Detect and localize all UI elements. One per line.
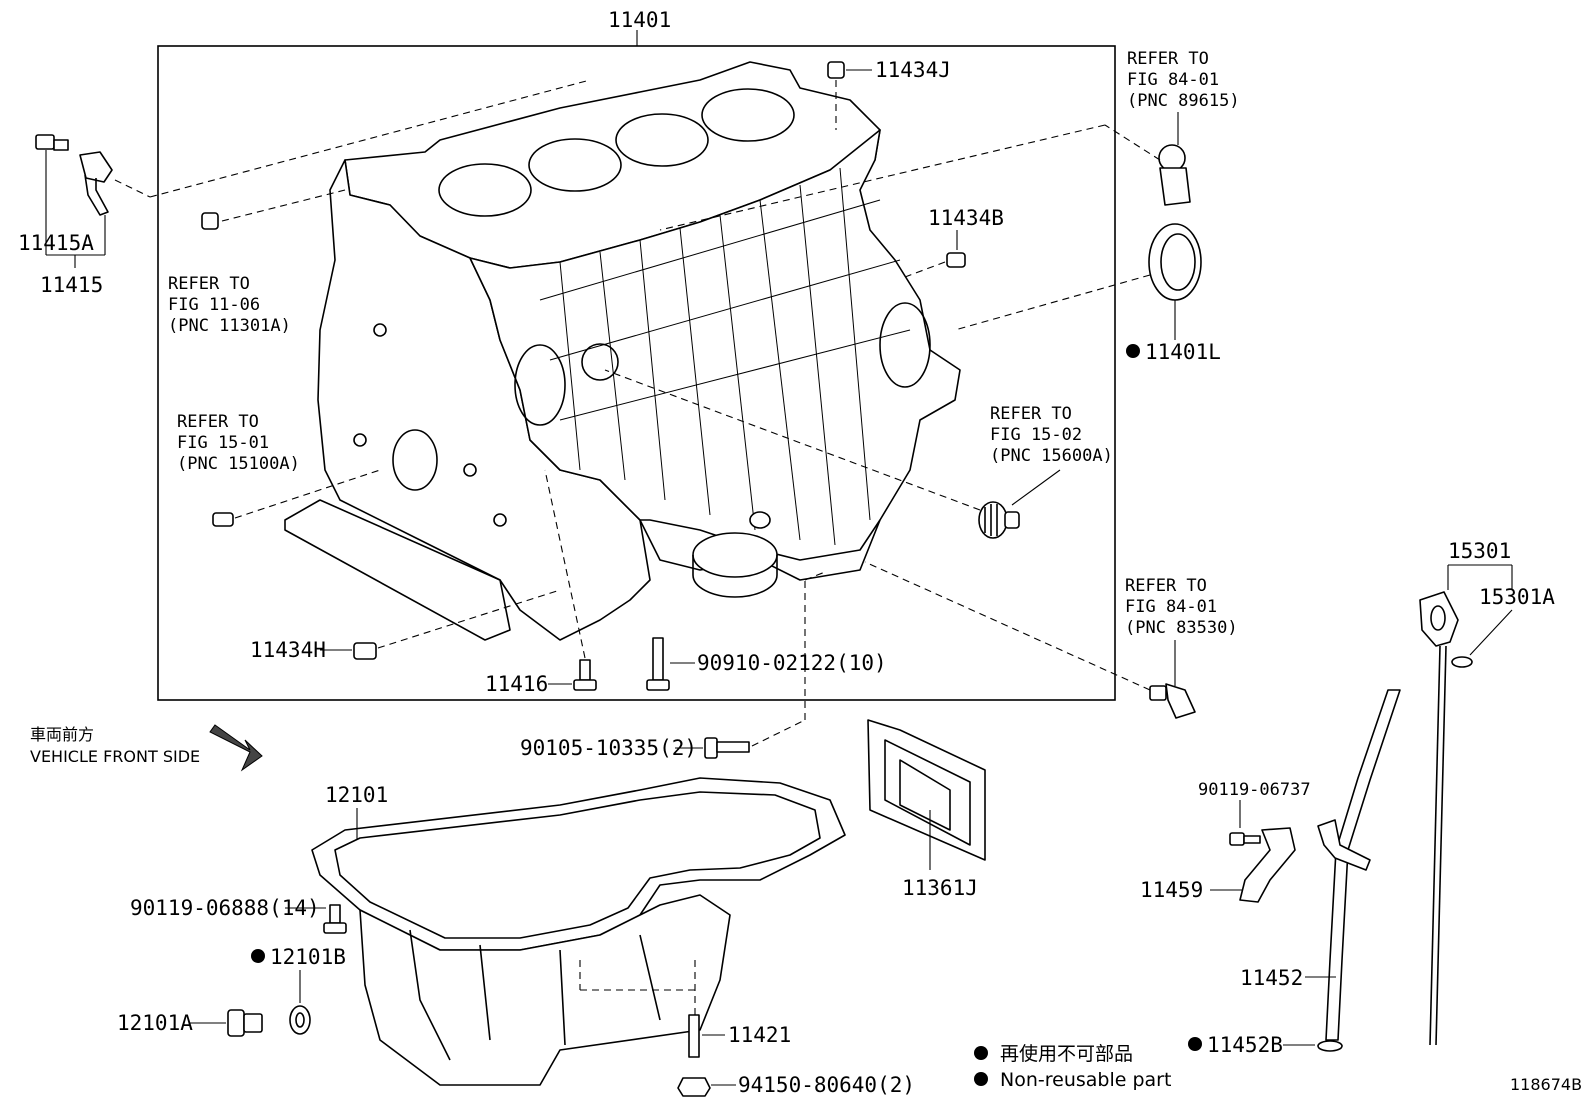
refer-block-11301A: REFER TO FIG 11-06 (PNC 11301A)	[168, 274, 291, 336]
label-11452B[interactable]: 11452B	[1207, 1033, 1283, 1057]
svg-text:FIG 84-01: FIG 84-01	[1125, 597, 1217, 617]
label-11401L[interactable]: 11401L	[1145, 340, 1221, 364]
oring-11452B	[1317, 1040, 1343, 1052]
vehicle-front-direction: 車両前方 VEHICLE FRONT SIDE	[30, 724, 263, 772]
label-11415[interactable]: 11415	[40, 273, 103, 297]
svg-text:(PNC 15600A): (PNC 15600A)	[990, 446, 1113, 466]
bolt-11416	[573, 659, 597, 691]
label-11459[interactable]: 11459	[1140, 878, 1203, 902]
gasket-12101B	[289, 1005, 311, 1035]
oil-pan-12101	[311, 777, 846, 1086]
refer-block-15600A: REFER TO FIG 15-02 (PNC 15600A)	[990, 404, 1113, 466]
label-90119-06737[interactable]: 90119-06737	[1198, 780, 1311, 800]
svg-text:REFER TO: REFER TO	[177, 412, 259, 432]
label-11452[interactable]: 11452	[1240, 966, 1303, 990]
legend: 再使用不可部品 Non-reusable part	[974, 1043, 1171, 1091]
svg-text:(PNC 89615): (PNC 89615)	[1127, 91, 1240, 111]
svg-text:FIG 11-06: FIG 11-06	[168, 295, 260, 315]
svg-text:FIG 15-02: FIG 15-02	[990, 425, 1082, 445]
baffle-11361J	[867, 719, 986, 861]
stud-11421	[688, 1014, 700, 1058]
bracket-11459	[1239, 827, 1296, 903]
non-reusable-mark-11401L	[1126, 344, 1140, 358]
figure-id: 118674B	[1510, 1075, 1582, 1094]
bolt-90119-06737	[1229, 832, 1261, 846]
svg-text:VEHICLE FRONT SIDE: VEHICLE FRONT SIDE	[30, 747, 200, 766]
svg-text:REFER TO: REFER TO	[1125, 576, 1207, 596]
non-reusable-mark-12101B	[251, 949, 265, 963]
label-15301[interactable]: 15301	[1448, 539, 1511, 563]
pin-11434H	[353, 642, 377, 660]
label-90119-06888[interactable]: 90119-06888(14)	[130, 896, 320, 920]
oring-15301A	[1451, 656, 1473, 668]
svg-text:車両前方: 車両前方	[30, 725, 94, 744]
drain-plug-12101A	[227, 1009, 263, 1037]
label-11401[interactable]: 11401	[608, 8, 671, 32]
label-11434J[interactable]: 11434J	[875, 58, 951, 82]
pin-ref-15100A	[212, 512, 234, 527]
svg-text:REFER TO: REFER TO	[990, 404, 1072, 424]
legend-non-reusable-icon-2	[974, 1072, 988, 1086]
label-12101[interactable]: 12101	[325, 783, 388, 807]
label-11415A[interactable]: 11415A	[18, 231, 94, 255]
label-11416[interactable]: 11416	[485, 672, 548, 696]
legend-jp: 再使用不可部品	[1000, 1043, 1133, 1065]
front-direction-arrow-icon	[209, 724, 263, 772]
bolt-90910-02122	[646, 637, 670, 691]
svg-text:(PNC 15100A): (PNC 15100A)	[177, 454, 300, 474]
svg-text:(PNC 83530): (PNC 83530)	[1125, 618, 1238, 638]
label-12101B[interactable]: 12101B	[270, 945, 346, 969]
legend-non-reusable-icon	[974, 1046, 988, 1060]
svg-text:FIG 84-01: FIG 84-01	[1127, 70, 1219, 90]
legend-en: Non-reusable part	[1000, 1069, 1171, 1091]
non-reusable-mark-11452B	[1188, 1037, 1202, 1051]
part-ref-89615	[1158, 144, 1191, 206]
nut-94150-80640	[677, 1077, 711, 1097]
label-11434B[interactable]: 11434B	[928, 206, 1004, 230]
label-11434H[interactable]: 11434H	[250, 638, 326, 662]
svg-text:(PNC 11301A): (PNC 11301A)	[168, 316, 291, 336]
label-15301A[interactable]: 15301A	[1479, 585, 1555, 609]
sensor-11415	[35, 134, 113, 216]
svg-text:FIG 15-01: FIG 15-01	[177, 433, 269, 453]
label-90910-02122[interactable]: 90910-02122(10)	[697, 651, 887, 675]
pin-ref-11301A	[201, 212, 219, 230]
refer-block-15100A: REFER TO FIG 15-01 (PNC 15100A)	[177, 412, 300, 474]
oil-level-gauge-15301	[1419, 591, 1459, 1046]
refer-block-89615: REFER TO FIG 84-01 (PNC 89615)	[1127, 49, 1240, 111]
label-94150-80640[interactable]: 94150-80640(2)	[738, 1073, 915, 1097]
cylinder-block-illustration	[284, 61, 961, 641]
oil-level-gauge-guide-11452	[1317, 689, 1401, 1041]
part-ref-83530	[1149, 683, 1196, 719]
bolt-90105-10335	[704, 737, 750, 759]
label-11421[interactable]: 11421	[728, 1023, 791, 1047]
label-12101A[interactable]: 12101A	[117, 1011, 193, 1035]
seal-11401L	[1148, 223, 1202, 301]
label-11361J[interactable]: 11361J	[902, 876, 978, 900]
svg-text:REFER TO: REFER TO	[168, 274, 250, 294]
part-ref-15600A	[978, 501, 1020, 539]
refer-block-83530: REFER TO FIG 84-01 (PNC 83530)	[1125, 576, 1238, 638]
svg-text:REFER TO: REFER TO	[1127, 49, 1209, 69]
pin-11434B	[946, 252, 966, 268]
pin-11434J	[827, 61, 845, 79]
bolt-90119-06888	[323, 904, 347, 934]
label-90105-10335[interactable]: 90105-10335(2)	[520, 736, 697, 760]
